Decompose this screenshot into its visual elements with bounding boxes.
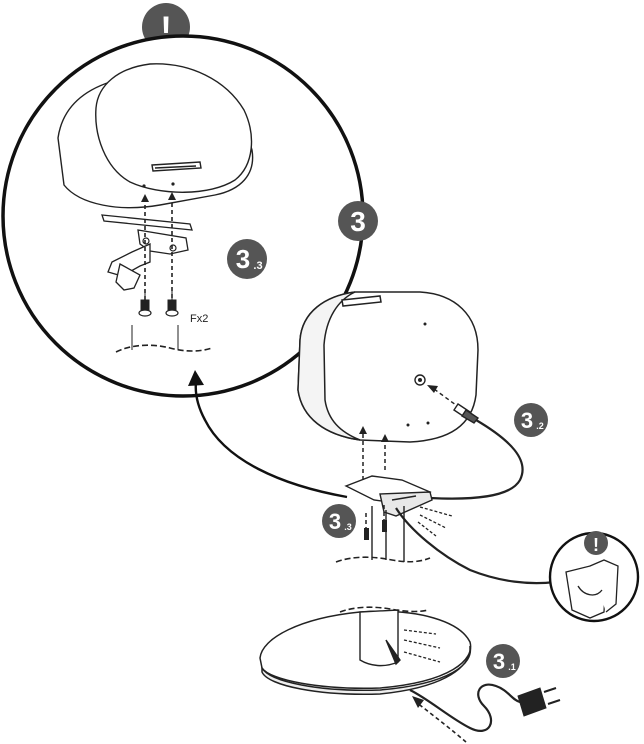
stand-column-upper xyxy=(335,506,431,563)
cable-routing-dashes-lower xyxy=(403,629,441,663)
svg-text:3: 3 xyxy=(236,244,250,274)
bracket-dashed-arrows xyxy=(359,426,389,538)
exclamation-icon: ! xyxy=(593,535,599,555)
zoom-arrow xyxy=(188,370,348,499)
detail-zoom-circle: Fx2 3 .3 xyxy=(1,34,365,398)
cable-to-clip xyxy=(395,507,556,585)
step-badge-3-2: 3 .2 xyxy=(514,403,548,437)
svg-text:3: 3 xyxy=(521,408,533,433)
svg-text:3: 3 xyxy=(350,206,366,237)
mount-bracket xyxy=(344,475,433,517)
detail-speaker xyxy=(57,63,254,209)
step-badge-3-3: 3 .3 xyxy=(322,504,356,538)
stand-column-lower xyxy=(339,606,429,667)
svg-text:.3: .3 xyxy=(344,522,352,532)
step-badge-3-3-detail: 3 .3 xyxy=(227,239,267,279)
warning-badge-small: ! xyxy=(584,531,608,555)
power-cable-dashed-arrow xyxy=(412,696,467,743)
cable-routing-dashes-upper xyxy=(417,506,453,537)
speaker xyxy=(297,291,479,443)
exclamation-icon: ! xyxy=(160,10,171,48)
detail-stand-cut xyxy=(115,344,213,353)
power-plug xyxy=(517,687,561,717)
clip-detail-circle: ! xyxy=(548,531,640,623)
svg-text:.3: .3 xyxy=(253,260,262,272)
svg-text:3: 3 xyxy=(329,509,341,534)
cable-connector xyxy=(427,385,480,424)
step-badge-3-1: 3 .1 xyxy=(486,644,520,678)
svg-text:.1: .1 xyxy=(508,662,516,672)
bracket-screws xyxy=(364,520,387,540)
step-badge-3: 3 xyxy=(338,201,378,241)
screw-count-label: Fx2 xyxy=(190,313,208,325)
svg-text:.2: .2 xyxy=(536,421,544,431)
svg-text:3: 3 xyxy=(493,649,505,674)
power-cable xyxy=(409,683,521,732)
detail-dashed-arrows xyxy=(141,192,176,300)
